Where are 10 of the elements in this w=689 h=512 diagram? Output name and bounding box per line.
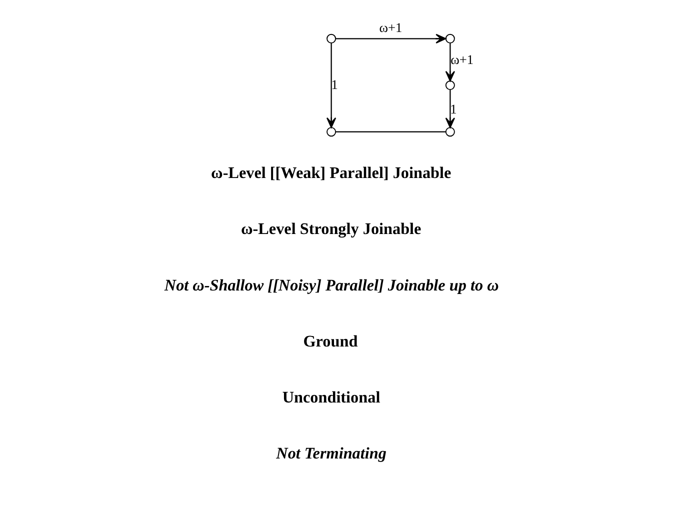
label: Not Terminating: [276, 446, 386, 463]
edge-label: 1: [330, 76, 338, 92]
label: ω-Level [[Weak] Parallel] Joinable: [210, 165, 451, 182]
label: Not ω-Shallow [[Noisy] Parallel] Joinable up to ω: [164, 277, 498, 294]
label: ω-Level Strongly Joinable: [240, 221, 421, 238]
label: Ground: [302, 333, 358, 350]
edge-label: 1: [450, 102, 456, 117]
edge-label: ω+1: [378, 20, 402, 36]
label: Unconditional: [282, 390, 380, 407]
edge-label: ω+1: [450, 52, 474, 68]
